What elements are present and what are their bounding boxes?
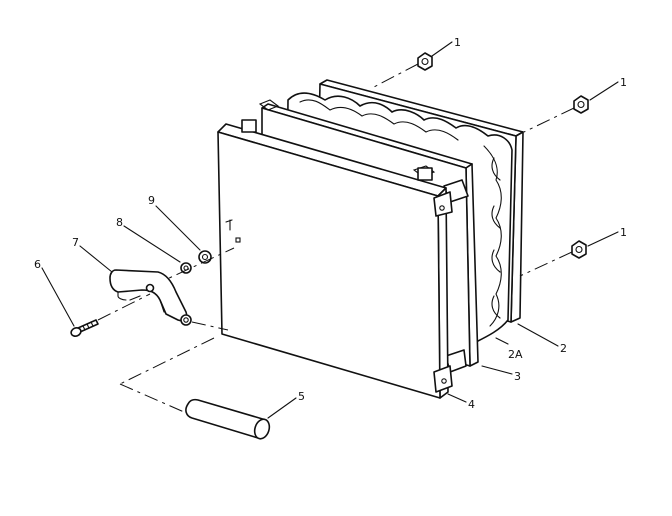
callout-6: 6 <box>34 258 41 271</box>
callout-8: 8 <box>116 216 123 229</box>
callout-9: 9 <box>148 194 155 207</box>
nut-top <box>417 52 433 71</box>
callout-2: 2 <box>560 342 567 355</box>
screw-centerline <box>97 293 151 321</box>
callout-7: 7 <box>72 236 79 249</box>
handle-guide-upper <box>119 337 215 385</box>
nut-right-upper <box>573 95 589 114</box>
nut-right-lower <box>571 240 587 259</box>
nut-centerlines <box>371 63 575 277</box>
leader-lines <box>41 41 619 419</box>
callout-4: 4 <box>468 398 475 411</box>
callout-1-top: 1 <box>454 36 461 49</box>
handle-grip <box>185 398 271 440</box>
callout-2a: 2A <box>508 348 523 361</box>
handle-guide-lower <box>119 383 185 413</box>
washer-centerline <box>151 247 235 287</box>
spacer-part-8 <box>180 262 192 274</box>
callout-1-right-lower: 1 <box>620 226 627 239</box>
screw <box>70 319 99 337</box>
latch-arm <box>109 269 192 326</box>
latch-centerline <box>191 321 229 331</box>
callout-3: 3 <box>514 370 521 383</box>
callout-1-right-upper: 1 <box>620 76 627 89</box>
front-cover-panel <box>217 119 453 399</box>
callout-5: 5 <box>298 390 305 403</box>
